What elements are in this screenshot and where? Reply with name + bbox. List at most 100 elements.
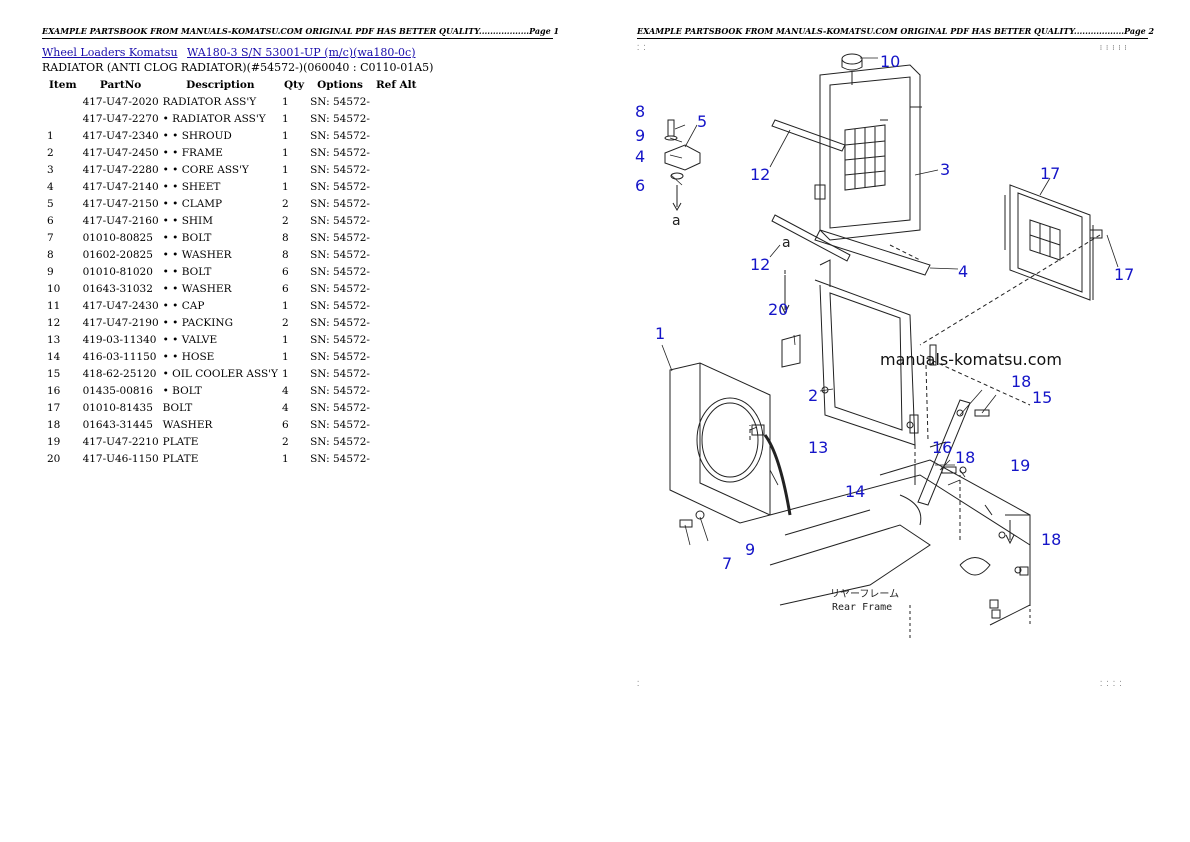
cell-options: SN: 54572-: [310, 163, 370, 176]
cell-description: • • CAP: [162, 299, 205, 312]
cell-partno: 417-U47-2340: [82, 129, 159, 142]
cell-qty: 1: [281, 95, 289, 108]
breadcrumb-link-category[interactable]: Wheel Loaders Komatsu: [42, 46, 178, 59]
cell-description: RADIATOR ASS'Y: [162, 95, 257, 108]
cell-qty: 1: [281, 367, 289, 380]
callout-2: 2: [808, 386, 818, 405]
cell-qty: 6: [281, 282, 289, 295]
cell-options: SN: 54572-: [310, 95, 370, 108]
cell-options: SN: 54572-: [310, 384, 370, 397]
cell-item: 16: [47, 384, 61, 397]
cell-options: SN: 54572-: [310, 282, 370, 295]
callout-20: 20: [768, 300, 788, 319]
cell-options: SN: 54572-: [310, 367, 370, 380]
callout-numbers: 10 3 4 12 12 17 17 8 9 4 5 6 1 2 20 13 1…: [635, 52, 1134, 573]
cell-description: • RADIATOR ASS'Y: [162, 112, 266, 125]
cell-item: 2: [47, 146, 54, 159]
cell-options: SN: 54572-: [310, 418, 370, 431]
callout-18-mid: 18: [955, 448, 975, 467]
cell-options: SN: 54572-: [310, 316, 370, 329]
scan-mark: ⁚ ⁚: [637, 44, 646, 52]
callout-1: 1: [655, 324, 665, 343]
column-header-options: Options: [317, 78, 363, 91]
cell-item: 3: [47, 163, 54, 176]
cell-options: SN: 54572-: [310, 452, 370, 465]
cell-qty: 8: [281, 248, 289, 261]
cell-ref-alt: [372, 280, 421, 297]
reference-a-frame: a: [782, 235, 791, 251]
scan-mark: ⁞ ⁞ ⁞ ⁞ ⁞: [1100, 44, 1127, 52]
callout-18-bottom: 18: [1041, 530, 1061, 549]
cell-qty: 1: [281, 350, 289, 363]
cell-item: 20: [47, 452, 61, 465]
cell-ref-alt: [372, 212, 421, 229]
cell-item: 9: [47, 265, 54, 278]
callout-13: 13: [808, 438, 828, 457]
cell-description: PLATE: [162, 452, 199, 465]
cell-item: 17: [47, 401, 61, 414]
callout-12-upper: 12: [750, 165, 770, 184]
exploded-parts-diagram: 10 3 4 12 12 17 17 8 9 4 5 6 1 2 20 13 1…: [635, 52, 1134, 640]
column-header-ref-alt: Ref Alt: [375, 78, 417, 91]
callout-16: 17: [1114, 265, 1134, 284]
cell-partno: 01643-31032: [82, 282, 153, 295]
cell-ref-alt: [372, 229, 421, 246]
rear-frame-label-jp: リヤーフレーム: [830, 588, 899, 600]
clamp-illustration: [664, 119, 701, 212]
cell-qty: 6: [281, 418, 289, 431]
cell-options: SN: 54572-: [310, 129, 370, 142]
cell-ref-alt: [372, 331, 421, 348]
cell-description: • • CLAMP: [162, 197, 223, 210]
cell-partno: 01010-80825: [82, 231, 153, 244]
cell-description: • OIL COOLER ASS'Y: [162, 367, 278, 380]
cell-item: 14: [47, 350, 61, 363]
cell-description: • • SHEET: [162, 180, 221, 193]
cell-description: • • VALVE: [162, 333, 218, 346]
page-header: EXAMPLE PARTSBOOK FROM MANUALS-KOMATSU.C…: [42, 26, 559, 39]
cell-ref-alt: [372, 399, 421, 416]
cell-options: SN: 54572-: [310, 435, 370, 448]
cell-ref-alt: [372, 416, 421, 433]
cell-ref-alt: [372, 144, 421, 161]
breadcrumb: Wheel Loaders Komatsu WA180-3 S/N 53001-…: [42, 46, 422, 59]
rear-frame-illustration: [769, 459, 1031, 640]
callout-4-sheet: 4: [958, 262, 968, 281]
cell-partno: 416-03-11150: [82, 350, 157, 363]
cell-partno: 417-U47-2270: [82, 112, 159, 125]
cell-partno: 419-03-11340: [82, 333, 157, 346]
cell-qty: 8: [281, 231, 289, 244]
cell-description: • • CORE ASS'Y: [162, 163, 249, 176]
breadcrumb-link-model[interactable]: WA180-3 S/N 53001-UP (m/c)(wa180-0c): [187, 46, 416, 59]
cell-item: [45, 93, 81, 110]
cell-description: • • HOSE: [162, 350, 215, 363]
oil-cooler-illustration: [1004, 184, 1094, 301]
callout-12-lower: 12: [750, 255, 770, 274]
cell-ref-alt: [372, 314, 421, 331]
cell-ref-alt: [372, 195, 421, 212]
callout-18-top: 18: [1011, 372, 1031, 391]
cell-ref-alt: [372, 127, 421, 144]
cell-qty: 1: [281, 299, 289, 312]
callout-6: 6: [635, 176, 645, 195]
cell-qty: 1: [281, 452, 289, 465]
cell-partno: 417-U47-2210: [82, 435, 159, 448]
cell-ref-alt: [372, 433, 421, 450]
callout-9: 7: [722, 554, 732, 573]
cell-qty: 2: [281, 316, 289, 329]
shroud-illustration: [669, 362, 771, 524]
scan-mark: ⁚ ⁚ ⁚ ⁚: [1100, 680, 1122, 688]
section-title: RADIATOR (ANTI CLOG RADIATOR)(#54572-)(0…: [42, 61, 434, 74]
cell-description: • • FRAME: [162, 146, 223, 159]
